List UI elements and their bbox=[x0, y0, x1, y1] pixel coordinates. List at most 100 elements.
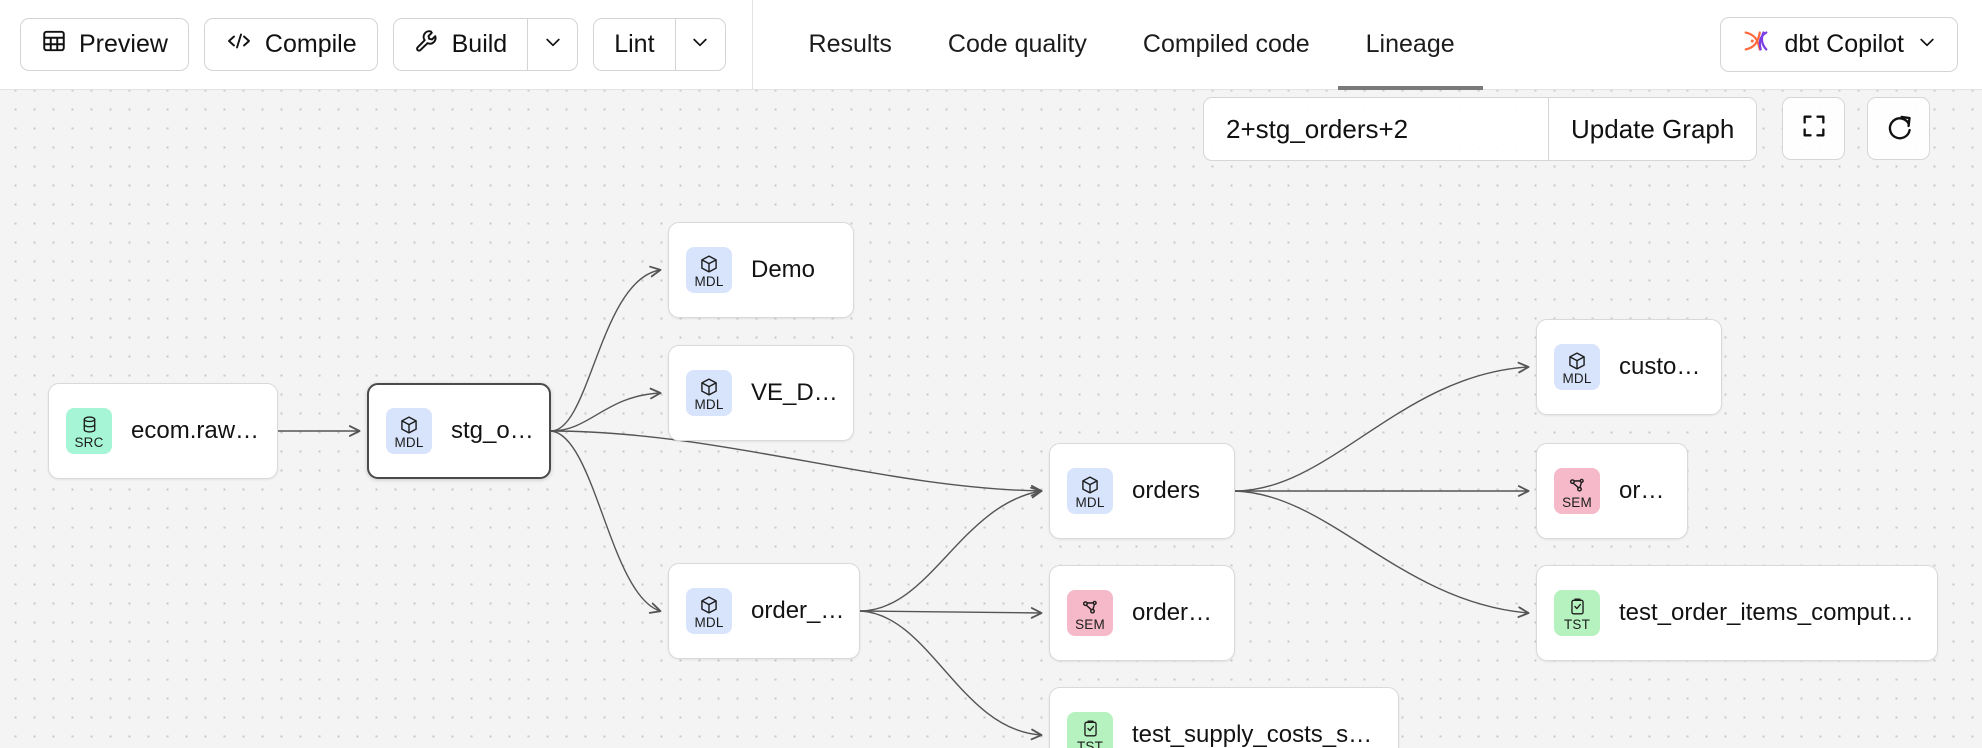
build-dropdown-button[interactable] bbox=[527, 19, 577, 70]
node-type-label: MDL bbox=[694, 273, 724, 289]
node-label: customers bbox=[1619, 353, 1721, 380]
wrench-icon bbox=[414, 28, 440, 61]
tab-lineage-label: Lineage bbox=[1365, 30, 1455, 58]
dbt-copilot-button[interactable]: dbt Copilot bbox=[1720, 17, 1958, 72]
chevron-down-icon bbox=[1917, 30, 1937, 59]
node-label: test_order_items_compute_to_bools_c… bbox=[1619, 599, 1937, 626]
semantic-icon bbox=[1567, 474, 1587, 496]
tab-compiled-code[interactable]: Compiled code bbox=[1115, 0, 1338, 90]
toolbar-divider bbox=[751, 0, 753, 90]
fit-view-icon bbox=[1800, 112, 1828, 145]
build-label: Build bbox=[451, 30, 508, 58]
edge-orders-to-testorderitems bbox=[1234, 490, 1530, 618]
tab-results[interactable]: Results bbox=[781, 0, 920, 90]
build-button-group[interactable]: Build bbox=[392, 18, 579, 71]
preview-button[interactable]: Preview bbox=[20, 18, 189, 71]
node-label: test_supply_costs_sum_correctly bbox=[1132, 721, 1398, 748]
tab-code-quality-label: Code quality bbox=[947, 30, 1087, 58]
node-type-label: TST bbox=[1563, 616, 1591, 632]
cube-icon bbox=[1080, 474, 1100, 496]
refresh-icon bbox=[1885, 112, 1913, 145]
dbt-copilot-icon bbox=[1741, 26, 1771, 63]
compile-label: Compile bbox=[264, 30, 357, 58]
node-label: order_items bbox=[751, 597, 859, 624]
chevron-down-icon bbox=[543, 32, 563, 57]
node-type-label: TST bbox=[1076, 738, 1104, 748]
node-label: VE_Demo bbox=[751, 379, 853, 406]
semantic-icon bbox=[1080, 596, 1100, 618]
lineage-node-customers[interactable]: MDL customers bbox=[1536, 319, 1722, 415]
cube-icon bbox=[699, 253, 719, 275]
node-type-badge-mdl: MDL bbox=[686, 588, 732, 634]
node-type-badge-sem: SEM bbox=[1067, 590, 1113, 636]
lineage-edges bbox=[278, 265, 1530, 741]
node-label: orders bbox=[1132, 477, 1201, 504]
node-type-badge-mdl: MDL bbox=[1554, 344, 1600, 390]
chevron-down-icon bbox=[690, 32, 710, 57]
preview-label: Preview bbox=[79, 30, 168, 58]
node-selector-input[interactable] bbox=[1204, 98, 1548, 160]
update-graph-label: Update Graph bbox=[1571, 113, 1735, 144]
cube-icon bbox=[399, 414, 419, 436]
node-type-badge-mdl: MDL bbox=[686, 370, 732, 416]
lineage-node-test_order_items[interactable]: TST test_order_items_compute_to_bools_c… bbox=[1536, 565, 1938, 661]
node-type-label: MDL bbox=[694, 614, 724, 630]
panel-tabs: Results Code quality Compiled code Linea… bbox=[781, 0, 1483, 90]
node-type-label: MDL bbox=[1562, 370, 1592, 386]
compile-button[interactable]: Compile bbox=[203, 18, 378, 71]
node-label: Demo bbox=[751, 256, 816, 283]
node-type-badge-mdl: MDL bbox=[386, 408, 432, 454]
build-button[interactable]: Build bbox=[394, 19, 528, 70]
clipboard-check-icon bbox=[1081, 718, 1100, 740]
lineage-node-ve_demo[interactable]: MDL VE_Demo bbox=[668, 345, 854, 441]
graph-controls: Update Graph bbox=[1203, 97, 1758, 161]
node-type-label: MDL bbox=[394, 434, 424, 450]
node-label: ecom.raw_orders bbox=[131, 417, 277, 444]
node-label: order_item bbox=[1132, 599, 1234, 626]
lineage-canvas[interactable]: Update Graph SRC ecom.raw_orders MDLstg_or… bbox=[0, 90, 1982, 748]
tab-code-quality[interactable]: Code quality bbox=[920, 0, 1115, 90]
node-type-badge-tst: TST bbox=[1554, 590, 1600, 636]
node-type-badge-mdl: MDL bbox=[1067, 468, 1113, 514]
table-icon bbox=[41, 28, 67, 61]
node-type-badge-mdl: MDL bbox=[686, 247, 732, 293]
edge-stg-to-vedemo bbox=[550, 387, 662, 432]
node-selector-box: Update Graph bbox=[1203, 97, 1758, 161]
node-type-badge-sem: SEM bbox=[1554, 468, 1600, 514]
tab-results-label: Results bbox=[808, 30, 892, 58]
lineage-node-orders_mdl[interactable]: MDL orders bbox=[1049, 443, 1235, 539]
lineage-node-order_item_sem[interactable]: SEM order_item bbox=[1049, 565, 1235, 661]
cube-icon bbox=[699, 376, 719, 398]
node-type-label: MDL bbox=[1075, 494, 1105, 510]
lineage-node-ecom_raw_orders[interactable]: SRC ecom.raw_orders bbox=[48, 383, 278, 479]
lineage-node-orders_sem[interactable]: SEM orders bbox=[1536, 443, 1688, 539]
node-type-badge-tst: TST bbox=[1067, 712, 1113, 748]
dbt-copilot-label: dbt Copilot bbox=[1784, 30, 1904, 58]
lineage-node-demo[interactable]: MDL Demo bbox=[668, 222, 854, 318]
tab-compiled-code-label: Compiled code bbox=[1142, 30, 1310, 58]
edge-stg-to-orders bbox=[550, 430, 1043, 497]
lint-dropdown-button[interactable] bbox=[674, 19, 725, 70]
graph-view-controls bbox=[1782, 97, 1930, 160]
update-graph-button[interactable]: Update Graph bbox=[1548, 98, 1757, 160]
lint-button-group[interactable]: Lint bbox=[593, 18, 726, 71]
edge-orderitems-to-testsupply bbox=[859, 610, 1043, 741]
cube-icon bbox=[699, 594, 719, 616]
edge-orderitems-to-orders bbox=[859, 486, 1043, 612]
node-type-label: SRC bbox=[74, 434, 104, 450]
cube-icon bbox=[1567, 350, 1587, 372]
edge-orderitems-to-orderitem-sem bbox=[859, 607, 1043, 619]
fit-view-button[interactable] bbox=[1782, 97, 1845, 160]
refresh-button[interactable] bbox=[1867, 97, 1930, 160]
node-type-label: SEM bbox=[1562, 494, 1592, 510]
node-type-badge-src: SRC bbox=[66, 408, 112, 454]
lineage-node-order_items[interactable]: MDL order_items bbox=[668, 563, 860, 659]
edge-orders-to-customers bbox=[1234, 361, 1530, 492]
tab-lineage[interactable]: Lineage bbox=[1337, 0, 1483, 90]
toolbar-actions: Preview Compile Build bbox=[0, 0, 726, 89]
edge-stg-to-demo bbox=[550, 265, 662, 432]
node-label: orders bbox=[1619, 477, 1687, 504]
lint-button[interactable]: Lint bbox=[594, 19, 674, 70]
lineage-node-test_supply[interactable]: TST test_supply_costs_sum_correctly bbox=[1049, 687, 1399, 748]
